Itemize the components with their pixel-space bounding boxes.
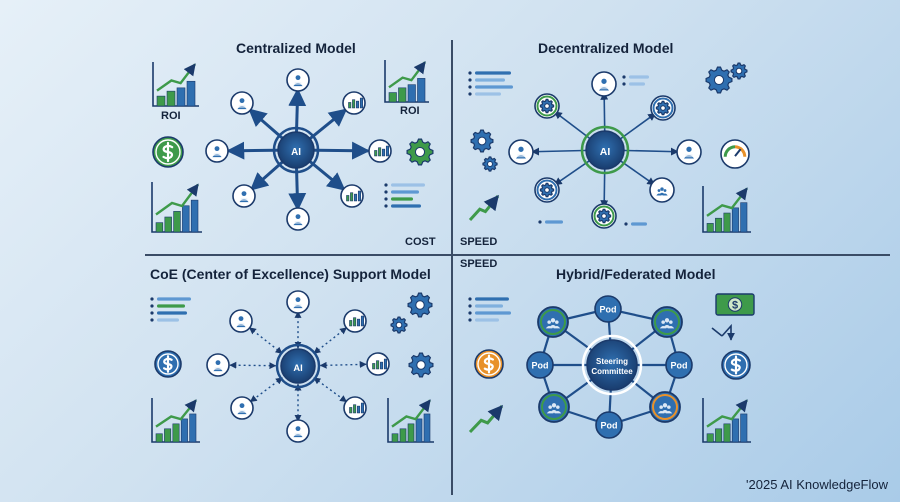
person-icon [286,207,310,231]
roi-label-left: ROI [161,110,181,122]
person-icon [206,353,230,377]
pod-node: Pod [594,295,622,323]
cost-label: COST [405,236,436,248]
growth-chart-icon [702,186,751,233]
hub-label: AI [293,363,302,373]
trend-arrow-icon [468,404,504,434]
person-icon [286,419,310,443]
bar-chart-node-icon [340,184,364,208]
pod-label: Pod [600,305,617,315]
roi-label-right: ROI [400,105,420,117]
bar-chart-node-icon [343,396,367,420]
trend-arrow-icon [468,194,500,222]
bar-chart-node-icon [343,309,367,333]
speed-label-bottom: SPEED [460,258,498,270]
gear-node-icon [591,203,617,229]
gear-node-icon [534,177,560,203]
pod-label: Pod [532,361,549,371]
gear-icon [406,138,434,166]
growth-chart-icon [384,60,429,103]
list-icon [624,222,647,226]
bar-chart-node-icon [342,91,366,115]
coe-model-title: CoE (Center of Excellence) Support Model [150,266,431,282]
dollar-icon [152,136,184,168]
person-icon [591,71,617,97]
growth-chart-icon [151,398,200,443]
gear-icon [730,62,748,80]
gear-icon [390,316,408,334]
team-icon [537,306,569,338]
growth-chart-icon [152,62,199,107]
list-icon [468,297,511,322]
gear-node-icon [534,93,560,119]
decentralized-model-title: Decentralized Model [538,40,674,56]
list-icon [150,297,191,322]
horizontal-divider [145,254,890,256]
hub-label: AI [600,147,611,158]
money-bill-icon: $ [715,293,755,316]
decentralized-ai-hub: AI [580,125,630,175]
gear-icon [470,129,494,153]
footer-credit: '2025 AI KnowledgeFlow [746,477,888,492]
team-icon [538,391,570,423]
growth-chart-icon [387,398,434,443]
bar-chart-node-icon [368,139,392,163]
connector-line [249,327,283,354]
connector-line [249,377,283,403]
gear-icon [482,156,498,172]
vertical-divider [451,40,453,495]
person-icon [229,309,253,333]
list-icon [622,75,649,86]
team-icon [649,177,675,203]
team-icon [651,306,683,338]
connector-line [313,377,348,403]
connector-line [313,327,347,354]
person-icon [205,139,229,163]
bar-chart-node-icon [366,352,390,376]
pod-label: Pod [671,361,688,371]
dollar-icon [154,350,182,378]
gear-icon [407,292,433,318]
steering-label: Steering [596,357,628,366]
centralized-model-title: Centralized Model [236,40,356,56]
growth-chart-icon [151,182,202,233]
committee-label: Committee [591,367,633,376]
person-icon [230,396,254,420]
speed-label-top: SPEED [460,236,498,248]
person-icon [676,139,702,165]
person-icon [230,91,254,115]
list-icon [468,71,513,96]
pod-node: Pod [595,411,623,439]
centralized-ai-hub: AI [272,126,320,174]
person-icon [286,68,310,92]
person-icon [232,184,256,208]
hybrid-model-title: Hybrid/Federated Model [556,266,716,282]
list-icon [538,220,563,224]
growth-chart-icon [702,398,751,443]
connector-line [229,361,277,370]
pod-node: Pod [526,351,554,379]
team-icon [649,391,681,423]
dollar-icon [721,350,751,380]
person-icon [508,139,534,165]
dollar-icon [474,349,504,379]
svg-text:$: $ [732,300,738,312]
person-icon [286,290,310,314]
gear-node-icon [650,95,676,121]
pod-node: Pod [665,351,693,379]
list-icon [384,183,425,208]
coe-ai-hub: AI [275,343,321,389]
gear-icon [408,352,434,378]
connector-line [319,360,367,369]
hub-label: AI [291,147,301,158]
gear-icon [705,66,733,94]
pod-label: Pod [601,421,618,431]
exchange-arrow-icon [711,323,731,340]
gauge-icon [720,139,750,169]
